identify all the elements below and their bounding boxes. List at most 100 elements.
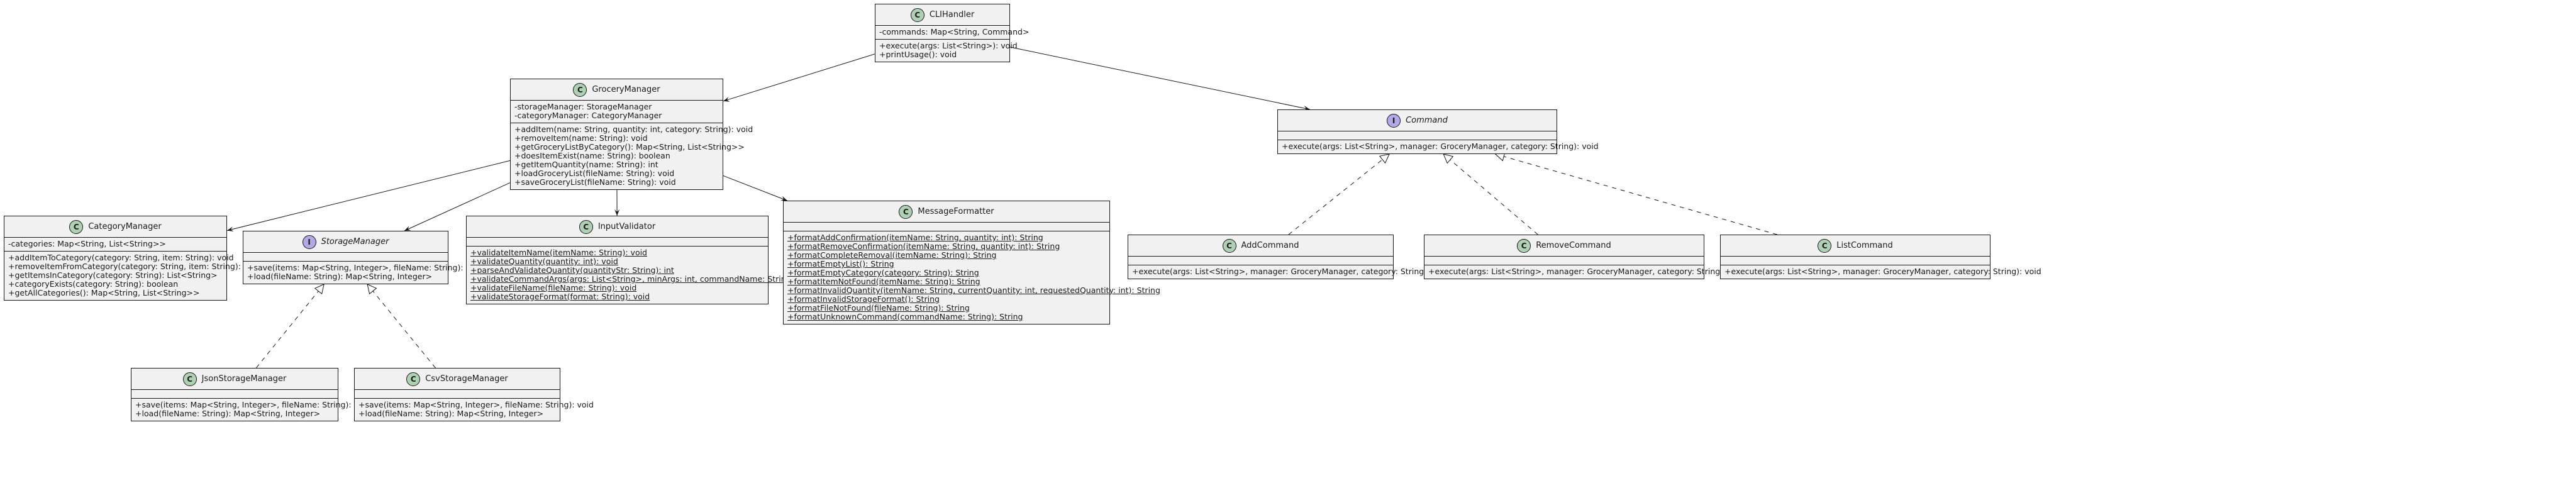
- methods-section: +execute(args: List<String>, manager: Gr…: [1278, 140, 1599, 153]
- fields-section: [1278, 131, 1557, 140]
- static-method-row: +formatEmptyList(): String: [787, 259, 894, 269]
- association-line: [1009, 47, 1310, 110]
- static-method-row: +validateStorageFormat(format: String): …: [470, 292, 650, 301]
- realization-arrowhead: [1443, 153, 1454, 164]
- class-name: JsonStorageManager: [201, 374, 287, 384]
- interface-storagemanager[interactable]: I StorageManager +save(items: Map<String,…: [243, 231, 482, 284]
- class-name: Command: [1406, 116, 1448, 125]
- method-row: +load(fileName: String): Map<String, Int…: [358, 409, 544, 418]
- static-method-row: +validateCommandArgs(args: List<String>,…: [470, 274, 816, 284]
- method-row: +save(items: Map<String, Integer>, fileN…: [358, 400, 594, 409]
- class-name: CategoryManager: [88, 222, 162, 231]
- fields-section: [1128, 256, 1393, 265]
- class-header: C CategoryManager: [4, 216, 226, 237]
- realization-line: [1450, 159, 1538, 235]
- method-row: +save(items: Map<String, Integer>, fileN…: [247, 263, 482, 272]
- method-row: +addItemToCategory(category: String, ite…: [8, 253, 234, 262]
- class-name: AddCommand: [1241, 241, 1299, 250]
- static-method-row: +formatRemoveConfirmation(itemName: Stri…: [787, 241, 1060, 251]
- fields-section: [243, 252, 448, 261]
- method-row: +addItem(name: String, quantity: int, ca…: [514, 125, 753, 134]
- method-row: +getAllCategories(): Map<String, List<St…: [8, 288, 200, 297]
- class-name: RemoveCommand: [1536, 241, 1611, 250]
- method-row: +removeItem(name: String): void: [514, 133, 648, 143]
- class-badge-icon: C: [899, 205, 913, 219]
- method-row: +load(fileName: String): Map<String, Int…: [247, 272, 433, 281]
- method-row: +execute(args: List<String>, manager: Gr…: [1428, 267, 1745, 276]
- fields-section: [131, 389, 338, 398]
- method-row: +printUsage(): void: [879, 50, 957, 59]
- class-name: StorageManager: [321, 237, 389, 247]
- fields-section: [1424, 256, 1704, 265]
- class-badge-icon: C: [182, 372, 197, 386]
- fields-section: [355, 389, 560, 398]
- interface-badge-icon: I: [302, 235, 316, 249]
- class-badge-icon: C: [1818, 239, 1832, 253]
- method-row: +doesItemExist(name: String): boolean: [514, 151, 670, 160]
- class-header: I StorageManager: [243, 231, 448, 252]
- class-header: I Command: [1278, 110, 1557, 131]
- realization-arrowhead: [314, 284, 325, 295]
- methods-section: +save(items: Map<String, Integer>, fileN…: [131, 398, 370, 421]
- class-badge-icon: C: [69, 220, 84, 234]
- association-arrowhead: [404, 226, 411, 231]
- static-method-row: +formatInvalidStorageFormat(): String: [787, 294, 940, 304]
- interface-command[interactable]: I Command +execute(args: List<String>, ma…: [1277, 109, 1599, 154]
- class-badge-icon: C: [1517, 239, 1531, 253]
- method-row: +execute(args: List<String>, manager: Gr…: [1724, 267, 2041, 276]
- method-row: +execute(args: List<String>, manager: Gr…: [1282, 141, 1599, 151]
- static-method-row: +parseAndValidateQuantity(quantityStr: S…: [470, 265, 674, 275]
- static-method-row: +formatCompleteRemoval(itemName: String)…: [787, 250, 997, 260]
- method-row: +getGroceryListByCategory(): Map<String,…: [514, 142, 745, 152]
- class-name: InputValidator: [597, 222, 656, 231]
- realization-line: [1288, 159, 1383, 235]
- static-method-row: +formatAddConfirmation(itemName: String,…: [787, 233, 1043, 242]
- method-row: +save(items: Map<String, Integer>, fileN…: [135, 400, 370, 409]
- method-row: +load(fileName: String): Map<String, Int…: [135, 409, 321, 418]
- realization-line: [372, 291, 436, 369]
- static-method-row: +validateFileName(fileName: String): voi…: [470, 283, 637, 292]
- class-badge-icon: C: [573, 83, 587, 97]
- methods-section: +execute(args: List<String>): void +prin…: [875, 39, 1018, 62]
- method-row: +loadGroceryList(fileName: String): void: [514, 169, 675, 178]
- realization-arrowhead: [1379, 153, 1390, 164]
- association-arrowhead: [227, 226, 234, 232]
- method-row: +execute(args: List<String>, manager: Gr…: [1132, 267, 1449, 276]
- class-removecommand[interactable]: C RemoveCommand +execute(args: List<Strin…: [1424, 235, 1745, 279]
- method-row: +categoryExists(category: String): boole…: [8, 279, 179, 289]
- interface-badge-icon: I: [1387, 114, 1401, 128]
- association-line: [404, 182, 511, 231]
- association-line: [226, 160, 511, 231]
- static-method-row: +validateItemName(itemName: String): voi…: [470, 248, 647, 257]
- field-row: -storageManager: StorageManager: [514, 102, 652, 111]
- static-method-row: +formatItemNotFound(itemName: String): S…: [787, 277, 980, 286]
- method-row: +removeItemFromCategory(category: String…: [8, 262, 260, 271]
- methods-section: +save(items: Map<String, Integer>, fileN…: [355, 398, 594, 421]
- class-header: C JsonStorageManager: [131, 369, 338, 389]
- method-row: +execute(args: List<String>): void: [879, 41, 1018, 50]
- static-method-row: +formatUnknownCommand(commandName: Strin…: [787, 312, 1023, 321]
- field-row: -commands: Map<String, Command>: [879, 27, 1030, 36]
- fields-section: [467, 237, 768, 246]
- realization-arrowhead: [367, 284, 377, 295]
- methods-section: +validateItemName(itemName: String): voi…: [467, 246, 816, 304]
- class-badge-icon: C: [910, 8, 924, 22]
- class-jsonstoragemanager[interactable]: C JsonStorageManager +save(items: Map<Str…: [131, 368, 370, 421]
- realization-line: [256, 291, 319, 369]
- methods-section: +addItemToCategory(category: String, ite…: [4, 251, 260, 300]
- realization-line: [1504, 156, 1777, 235]
